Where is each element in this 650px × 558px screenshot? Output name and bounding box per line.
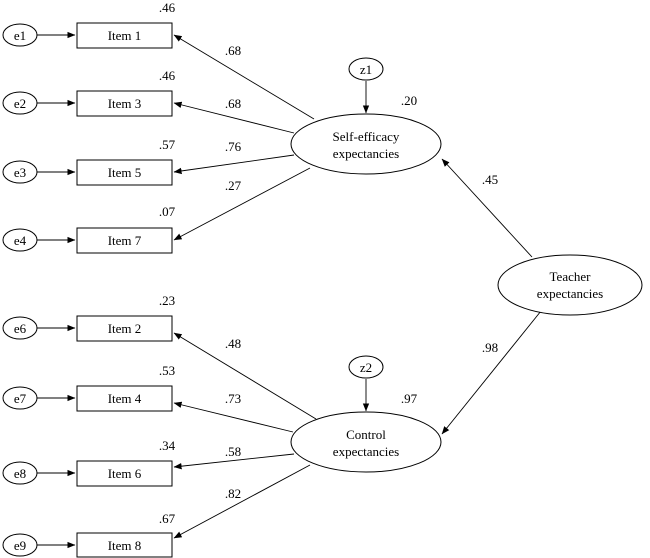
loading-arrow xyxy=(173,464,311,539)
item-box: Item 6 xyxy=(76,460,173,487)
loading-value: .27 xyxy=(225,178,242,193)
loading-value: .82 xyxy=(225,486,241,501)
loading-value: .73 xyxy=(225,391,241,406)
item-box: Item 4 xyxy=(76,385,173,412)
path-value-teacher-self-efficacy: .45 xyxy=(482,172,498,187)
indicator-items: Item 1 Item 3 Item 5 Item 7 Item 2 Item … xyxy=(76,22,173,558)
latent-label: expectancies xyxy=(333,146,399,161)
loading-value: .76 xyxy=(225,139,242,154)
error-label: e9 xyxy=(14,538,26,553)
latent-label: Teacher xyxy=(550,269,592,284)
loading-arrow xyxy=(173,332,317,420)
item-box: Item 3 xyxy=(76,90,173,117)
loading-value: .68 xyxy=(225,96,241,111)
disturbance-z2: z2 xyxy=(348,355,384,379)
error-node: e8 xyxy=(2,461,38,485)
latent-label: Self-efficacy xyxy=(333,129,400,144)
latent-r2-self-efficacy: .20 xyxy=(401,93,417,108)
error-node: e1 xyxy=(2,23,38,47)
error-arrows xyxy=(37,31,76,549)
loading-arrow xyxy=(173,167,311,241)
latent-control: Control expectancies xyxy=(290,411,442,473)
disturbance-label: z2 xyxy=(360,360,372,375)
item-r2: .53 xyxy=(159,363,175,378)
item-box: Item 5 xyxy=(76,159,173,186)
item-r2: .46 xyxy=(159,0,176,15)
path-teacher-to-self-efficacy xyxy=(441,158,533,258)
error-label: e4 xyxy=(14,233,27,248)
loading-value: .58 xyxy=(225,444,241,459)
item-label: Item 8 xyxy=(108,538,142,553)
item-label: Item 3 xyxy=(108,96,142,111)
error-node: e3 xyxy=(2,160,38,184)
item-box: Item 2 xyxy=(76,315,173,342)
item-r2: .07 xyxy=(159,204,176,219)
latent-r2-control: .97 xyxy=(401,391,418,406)
item-label: Item 6 xyxy=(108,466,142,481)
loading-arrow xyxy=(173,101,295,134)
item-r2: .23 xyxy=(159,293,175,308)
error-node: e6 xyxy=(2,316,38,340)
loading-arrow xyxy=(173,34,315,120)
latent-label: expectancies xyxy=(537,286,603,301)
error-label: e8 xyxy=(14,466,26,481)
item-label: Item 1 xyxy=(108,28,142,43)
item-label: Item 4 xyxy=(108,391,142,406)
loading-value: .48 xyxy=(225,336,241,351)
loading-arrow xyxy=(173,154,295,175)
path-value-teacher-control: .98 xyxy=(482,340,498,355)
loading-value: .68 xyxy=(225,43,241,58)
loading-arrow xyxy=(173,401,294,433)
item-box: Item 8 xyxy=(76,532,173,558)
disturbance-z1: z1 xyxy=(348,57,384,81)
item-label: Item 2 xyxy=(108,321,142,336)
error-label: e3 xyxy=(14,165,26,180)
item-r2: .67 xyxy=(159,511,176,526)
item-r2: .57 xyxy=(159,137,176,152)
error-label: e1 xyxy=(14,28,26,43)
item-box: Item 1 xyxy=(76,22,173,49)
error-label: e6 xyxy=(14,321,27,336)
loading-arrow xyxy=(173,453,295,470)
error-label: e7 xyxy=(14,391,27,406)
latent-teacher: Teacher expectancies xyxy=(497,254,643,316)
disturbance-label: z1 xyxy=(360,62,372,77)
item-box: Item 7 xyxy=(76,227,173,254)
loading-labels: .68 .68 .76 .27 .48 .73 .58 .82 xyxy=(225,43,242,501)
latent-self-efficacy: Self-efficacy expectancies xyxy=(290,113,442,175)
latent-label: expectancies xyxy=(333,444,399,459)
error-node: e9 xyxy=(2,533,38,557)
error-node: e7 xyxy=(2,386,38,410)
error-node: e4 xyxy=(2,228,38,252)
latent-label: Control xyxy=(346,427,386,442)
item-label: Item 7 xyxy=(108,233,142,248)
error-node: e2 xyxy=(2,91,38,115)
item-label: Item 5 xyxy=(108,165,142,180)
item-r2-values: .46 .46 .57 .07 .23 .53 .34 .67 xyxy=(159,0,176,526)
loading-arrows xyxy=(173,34,317,539)
item-r2: .46 xyxy=(159,68,176,83)
error-label: e2 xyxy=(14,96,26,111)
error-terms: e1 e2 e3 e4 e6 e7 e8 e9 xyxy=(2,23,38,557)
path-teacher-to-control xyxy=(441,310,542,435)
item-r2: .34 xyxy=(159,438,176,453)
